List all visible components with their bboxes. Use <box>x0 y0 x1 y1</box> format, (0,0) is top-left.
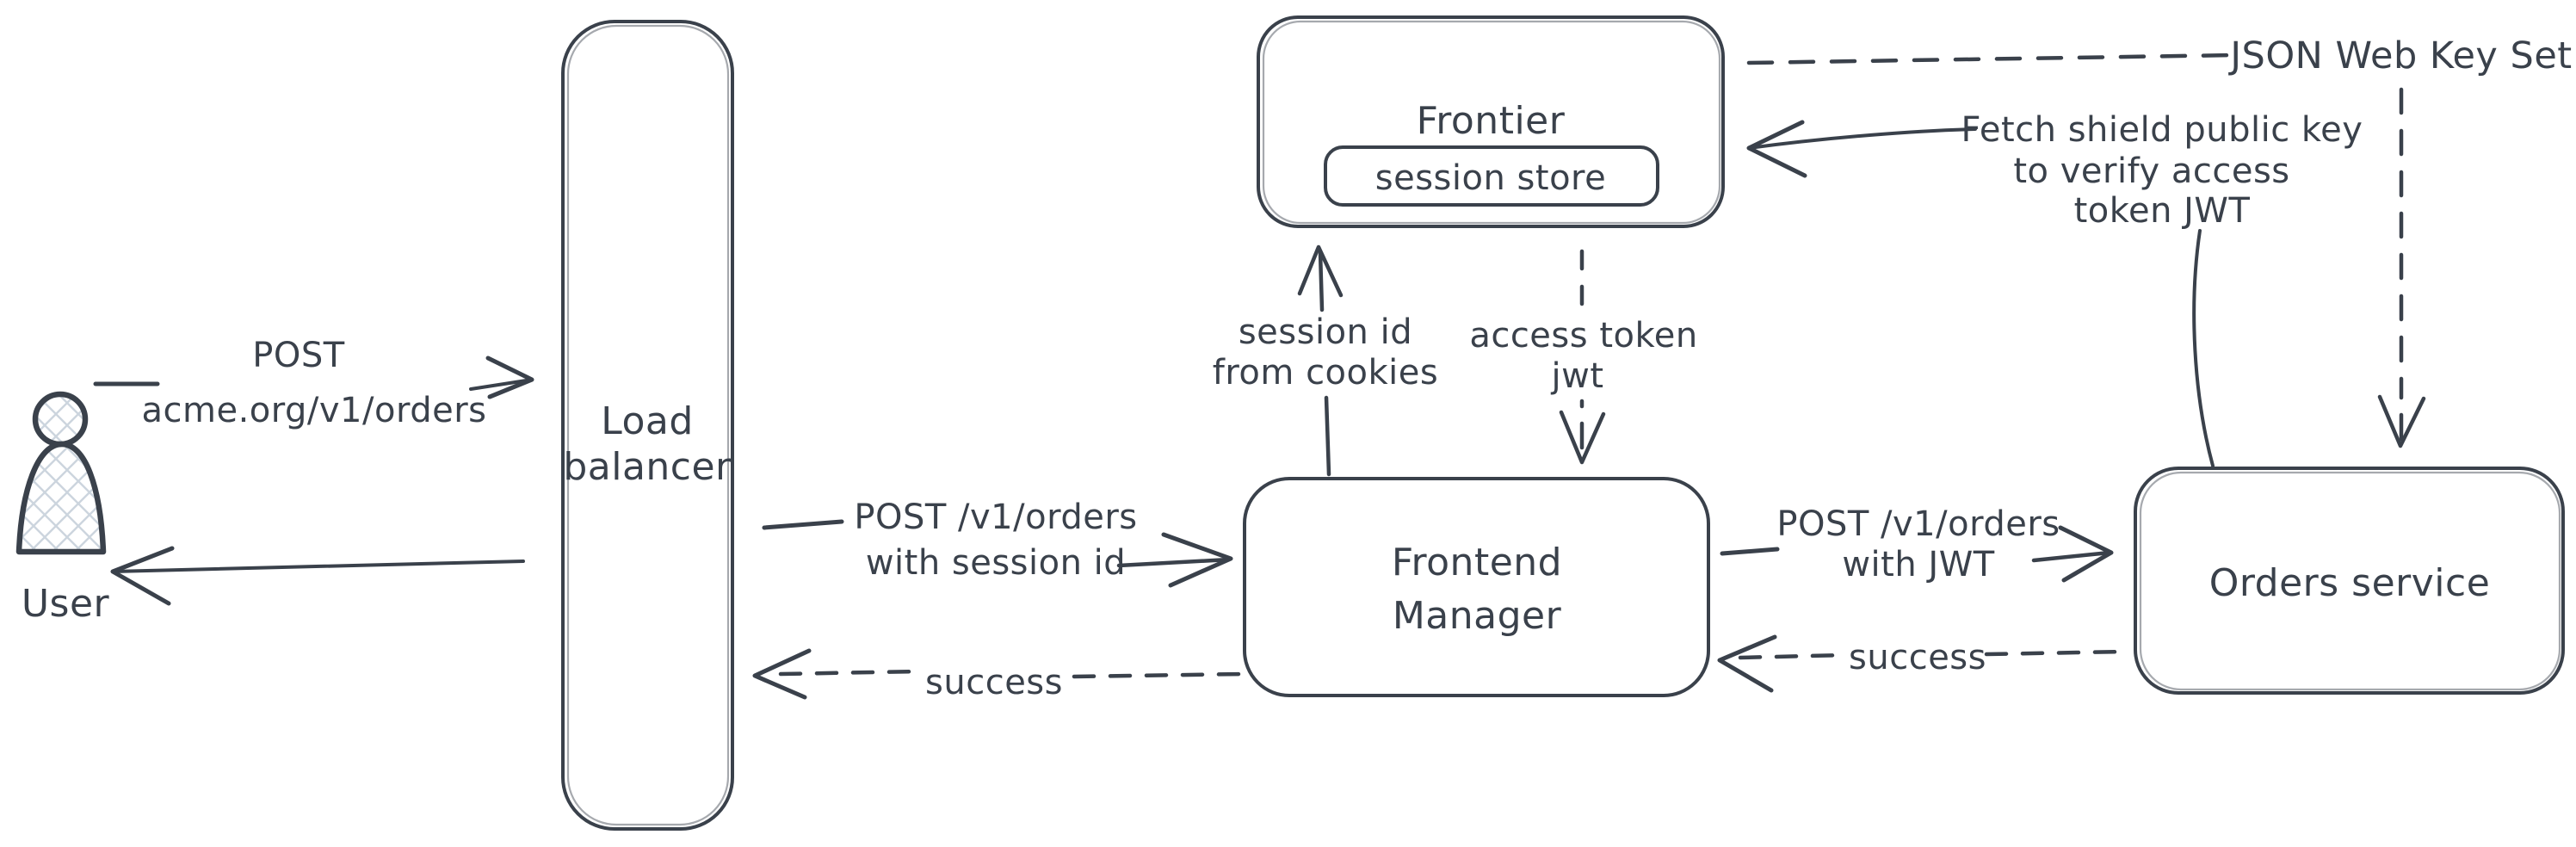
edge-orders-to-fm-success: success <box>1717 634 2129 693</box>
user-icon <box>32 391 89 448</box>
orders-service-node: Orders service <box>2134 467 2565 695</box>
jwks-label: JSON Web Key Set <box>2227 34 2572 77</box>
edge-fm-to-lb-success: success <box>752 648 1245 702</box>
edge-fetch-key-arrowhead <box>1746 120 1807 178</box>
frontend-manager-label-line1: Frontend <box>1392 541 1562 584</box>
edge-fm-to-orders-start-line <box>1720 547 1780 556</box>
edge-user-to-lb-label-line1: POST <box>252 336 344 375</box>
edge-lb-to-user <box>110 546 525 606</box>
edge-orders-to-fm-dash-right <box>1984 649 2129 657</box>
edge-fetch-key-label-line3: token JWT <box>2074 191 2251 231</box>
session-store-label: session store <box>1375 158 1606 198</box>
frontend-manager-label-line2: Manager <box>1393 594 1562 638</box>
edge-jwks: JSON Web Key Set <box>1746 34 2572 448</box>
edge-lb-to-fm-start-line <box>762 519 844 530</box>
edge-fm-to-frontier-label-line2: from cookies <box>1213 353 1438 393</box>
edge-fm-to-frontier-arrowhead <box>1297 244 1344 298</box>
edge-fm-to-frontier-label-line1: session id <box>1239 312 1412 352</box>
edge-lb-to-user-arrowhead <box>110 546 175 606</box>
frontier-node: Frontier session store <box>1257 15 1725 228</box>
edge-lb-to-fm-label-line1: POST /v1/orders <box>854 498 1137 537</box>
edge-fetch-key-shaft <box>1747 127 1977 150</box>
edge-frontier-to-fm-arrowhead <box>1559 410 1606 465</box>
edge-fm-to-lb-label: success <box>925 663 1063 702</box>
edge-fm-to-frontier: session id from cookies <box>1213 244 1438 477</box>
edge-fetch-key-label-line1: Fetch shield public key <box>1961 110 2363 150</box>
edge-fm-to-orders-label-line1: POST /v1/orders <box>1776 504 2060 544</box>
edge-lb-to-fm-label-line2: with session id <box>866 543 1126 583</box>
edge-fm-to-lb-arrowhead <box>752 648 812 700</box>
load-balancer-box-sketch <box>566 24 730 826</box>
edge-fm-to-frontier-shaft-lower <box>1324 395 1331 477</box>
user-icon-body <box>15 441 107 555</box>
edge-fm-to-orders-arrow-shaft <box>2031 550 2112 563</box>
edge-lb-to-fm-arrowhead <box>1161 532 1233 588</box>
edge-fm-to-orders: POST /v1/orders with JWT <box>1720 504 2114 584</box>
edge-fm-to-lb-dash-right <box>1072 671 1245 679</box>
user-actor: User <box>15 391 110 626</box>
edge-fm-to-orders-arrowhead <box>2058 525 2114 583</box>
load-balancer-label-line1: Load <box>601 399 694 443</box>
edge-user-to-lb-arrowhead <box>485 355 534 399</box>
edge-orders-to-fm-label: success <box>1849 638 1986 677</box>
edge-frontier-to-fm: access token jwt <box>1469 249 1697 465</box>
orders-service-box-sketch <box>2139 471 2561 691</box>
edge-lb-to-fm: POST /v1/orders with session id <box>762 498 1233 588</box>
edge-orders-to-fm-dash-left <box>1738 652 1848 660</box>
edge-fetch-key: Fetch shield public key to verify access… <box>1746 110 2363 467</box>
edge-fetch-key-tail-curve <box>2192 229 2215 467</box>
edge-user-to-lb: POST acme.org/v1/orders <box>93 336 534 430</box>
edge-jwks-arrowhead <box>2377 394 2426 448</box>
edge-jwks-dash-horizontal <box>1746 53 2237 65</box>
edge-frontier-to-fm-label-line2: jwt <box>1550 356 1603 396</box>
load-balancer-label-line2: balancer <box>563 445 732 489</box>
load-balancer-box <box>561 20 734 831</box>
edge-orders-to-fm-arrowhead <box>1717 634 1777 693</box>
frontier-box-sketch <box>1262 20 1721 225</box>
edge-lb-to-fm-arrow-shaft <box>1116 557 1232 568</box>
session-store-box <box>1324 145 1659 207</box>
edge-user-to-lb-label-line2: acme.org/v1/orders <box>142 391 487 430</box>
user-label: User <box>22 582 110 626</box>
edge-lb-to-user-shaft <box>111 560 525 573</box>
orders-service-label: Orders service <box>2209 561 2491 605</box>
frontend-manager-node: Frontend Manager <box>1243 477 1710 697</box>
frontend-manager-box <box>1243 477 1710 697</box>
edge-fetch-key-label-line2: to verify access <box>2013 151 2289 191</box>
frontier-label: Frontier <box>1417 99 1566 143</box>
edge-fm-to-orders-label-line2: with JWT <box>1842 545 1994 584</box>
load-balancer-node: Load balancer <box>561 20 734 831</box>
edge-user-to-lb-arrow-shaft <box>469 378 534 391</box>
edge-fm-to-frontier-shaft-upper <box>1318 250 1325 312</box>
edge-fm-to-lb-dash-left <box>778 669 922 677</box>
orders-service-box <box>2134 467 2565 695</box>
edge-frontier-to-fm-label-line1: access token <box>1469 316 1697 355</box>
